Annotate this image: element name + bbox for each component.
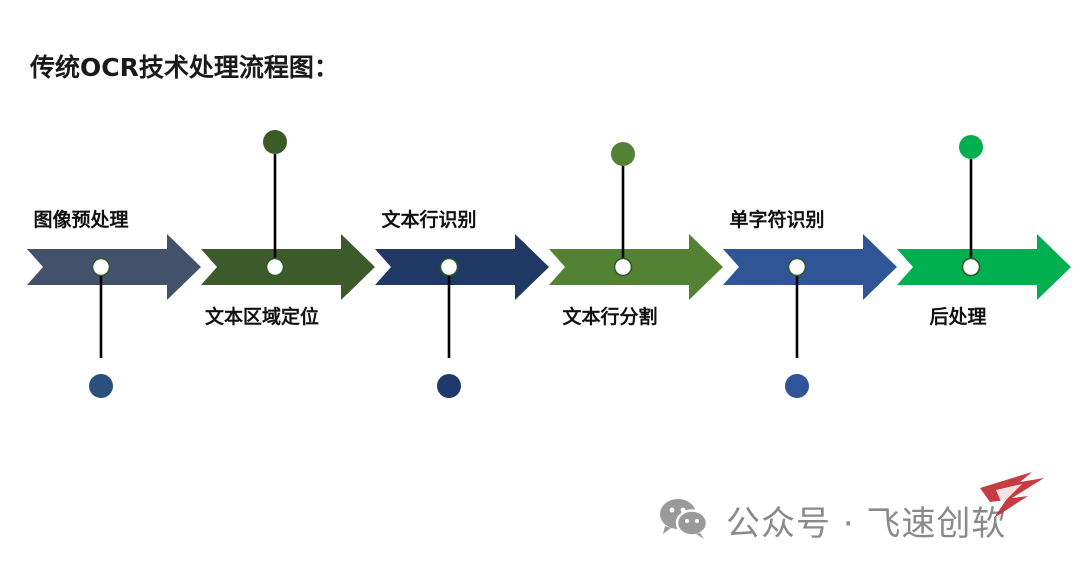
step-node-5 <box>787 257 807 277</box>
watermark: 公众号 · 飞速创软 <box>652 470 1052 550</box>
wechat-icon <box>660 499 709 539</box>
step-arrow-5 <box>723 234 897 300</box>
watermark-text: 公众号 · 飞速创软 <box>726 504 1007 544</box>
page-title: 传统OCR技术处理流程图： <box>30 53 339 82</box>
step-marker-dot-5 <box>785 374 809 398</box>
step-marker-dot-6 <box>959 135 983 159</box>
step-label-3: 文本行识别 <box>381 208 476 231</box>
step-arrow-2 <box>201 234 375 300</box>
step-label-1: 图像预处理 <box>33 208 128 231</box>
step-label-5: 单字符识别 <box>729 208 824 231</box>
step-label-2: 文本区域定位 <box>205 305 319 328</box>
step-arrow-4 <box>549 234 723 300</box>
step-label-6: 后处理 <box>929 305 986 328</box>
step-node-3 <box>439 257 459 277</box>
feisu-logo <box>980 472 1044 518</box>
step-node-4 <box>613 257 633 277</box>
step-marker-dot-3 <box>437 374 461 398</box>
step-node-6 <box>961 257 981 277</box>
step-marker-dot-1 <box>89 374 113 398</box>
step-label-4: 文本行分割 <box>562 305 657 328</box>
step-marker-dot-4 <box>611 142 635 166</box>
step-marker-dot-2 <box>263 130 287 154</box>
step-arrow-6 <box>897 234 1071 300</box>
step-node-2 <box>265 257 285 277</box>
step-node-1 <box>91 257 111 277</box>
step-arrow-1 <box>27 234 201 300</box>
step-arrow-3 <box>375 234 549 300</box>
